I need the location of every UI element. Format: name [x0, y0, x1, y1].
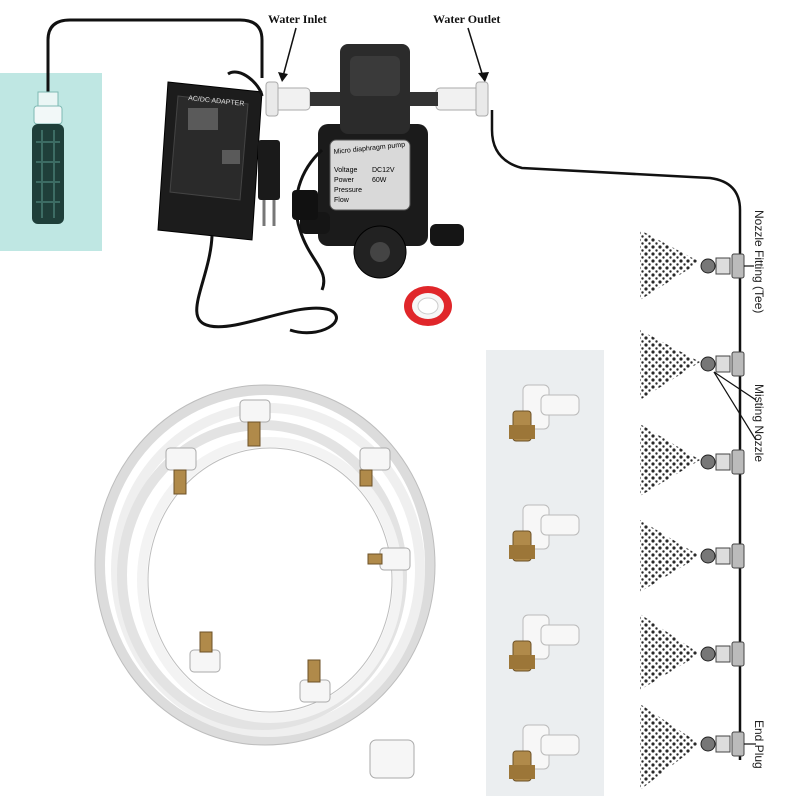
pump-voltage-value: DC12V	[372, 167, 395, 174]
pump-pressure-label: Pressure	[334, 187, 362, 194]
nozzle-5	[640, 614, 745, 690]
outlet-tube	[490, 110, 742, 760]
water-inlet-arrow	[281, 27, 297, 81]
coil-tee-fittings	[165, 399, 415, 779]
nozzle-1	[640, 230, 745, 300]
loose-tee-fittings	[509, 384, 580, 782]
coiled-tubing-outline	[94, 384, 436, 746]
end-plug-label: End Plug	[752, 720, 766, 769]
nozzle-3	[640, 424, 745, 496]
nozzle-6	[640, 704, 745, 790]
nozzle-fitting-label: Nozzle Fitting (Tee)	[752, 210, 766, 314]
teflon-tape	[404, 286, 452, 326]
pump-flow-label: Flow	[334, 197, 350, 204]
pump-voltage-label: Voltage	[334, 167, 357, 174]
water-outlet-label: Water Outlet	[433, 12, 501, 26]
ac-dc-adapter	[157, 70, 338, 335]
nozzle-4	[640, 520, 745, 592]
inlet-tube	[46, 18, 264, 92]
misting-nozzle-label: Misting Nozzle	[752, 384, 766, 463]
water-outlet-arrow	[467, 27, 485, 81]
water-inlet-label: Water Inlet	[268, 12, 327, 26]
pump-power-value: 60W	[372, 177, 387, 184]
diaphragm-pump	[265, 44, 489, 291]
nozzle-2	[640, 330, 745, 400]
water-filter	[32, 91, 64, 224]
pump-power-label: Power	[334, 177, 355, 184]
misting-line	[640, 230, 757, 790]
